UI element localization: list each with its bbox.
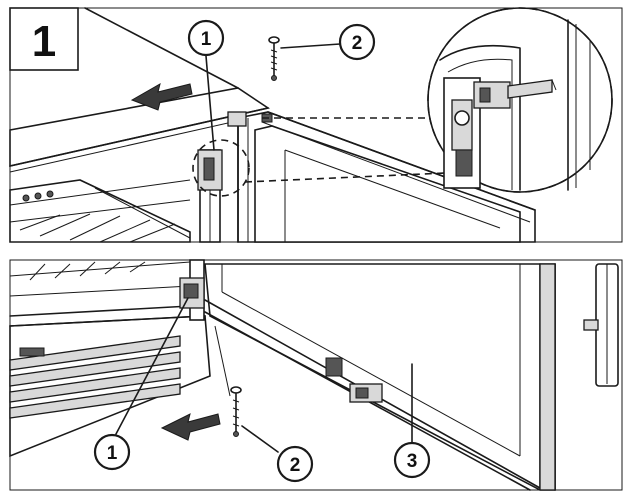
bottom-hinge-bracket <box>179 277 205 309</box>
callout-label-bottom-hinge: 1 <box>107 443 118 464</box>
appliance-top-edge <box>9 107 269 167</box>
shelf-line-2 <box>9 199 191 223</box>
callout-label-bottom-door: 3 <box>407 451 418 472</box>
bottom-illustration: 1 2 3 <box>9 259 623 491</box>
callout-label-top-screw: 2 <box>352 33 363 54</box>
slide-left-arrow-icon <box>130 82 193 111</box>
hinge-highlight-circle <box>192 139 250 197</box>
appliance-rear-edge <box>84 7 239 89</box>
step-number: 1 <box>32 17 56 66</box>
door-glass-frame <box>254 125 521 243</box>
cabinet-shelf-grille <box>9 261 191 317</box>
top-screw-icon <box>268 36 280 81</box>
top-illustration: 1 1 2 <box>9 7 623 243</box>
callout-circle-top-screw <box>338 23 376 61</box>
callout-circle-top-hinge <box>187 19 225 57</box>
door-side-frame <box>539 263 556 491</box>
control-dot-2 <box>34 192 42 200</box>
callout-label-bottom-screw: 2 <box>290 455 301 476</box>
step-number-box <box>9 7 79 71</box>
shelf-rail <box>79 179 191 233</box>
door-handle <box>583 263 619 387</box>
top-hinge-bracket <box>197 111 273 191</box>
vent-grille <box>9 335 181 419</box>
control-dot-3 <box>46 190 54 198</box>
callout-label-top-hinge: 1 <box>201 29 212 50</box>
callout-circle-bottom-door <box>393 441 431 479</box>
shelf-rail-2 <box>94 187 191 239</box>
top-panel: 1 1 2 <box>9 7 623 243</box>
callout-circle-bottom-hinge <box>93 433 131 471</box>
bottom-screw-icon <box>230 386 242 437</box>
door-panel <box>204 263 556 491</box>
callout-leader-bottom-screw <box>241 425 279 453</box>
bottom-panel: 1 2 3 <box>0 256 634 495</box>
zoom-line-bottom <box>244 171 469 183</box>
shelf-line-1 <box>9 179 191 206</box>
detail-hinge-zoom <box>439 19 591 191</box>
door-lower-hinge <box>325 357 383 403</box>
callout-leader-top-screw <box>280 43 341 49</box>
callout-leader-bottom-hinge <box>115 297 189 435</box>
shelf-grille <box>19 213 176 243</box>
callout-leader-top-hinge <box>205 55 215 151</box>
appliance-top-edge-inner <box>9 113 269 173</box>
control-dot-1 <box>22 194 30 202</box>
slide-left-arrow-icon <box>160 413 221 441</box>
callout-circle-bottom-screw <box>276 445 314 483</box>
vent-tab <box>19 347 45 357</box>
